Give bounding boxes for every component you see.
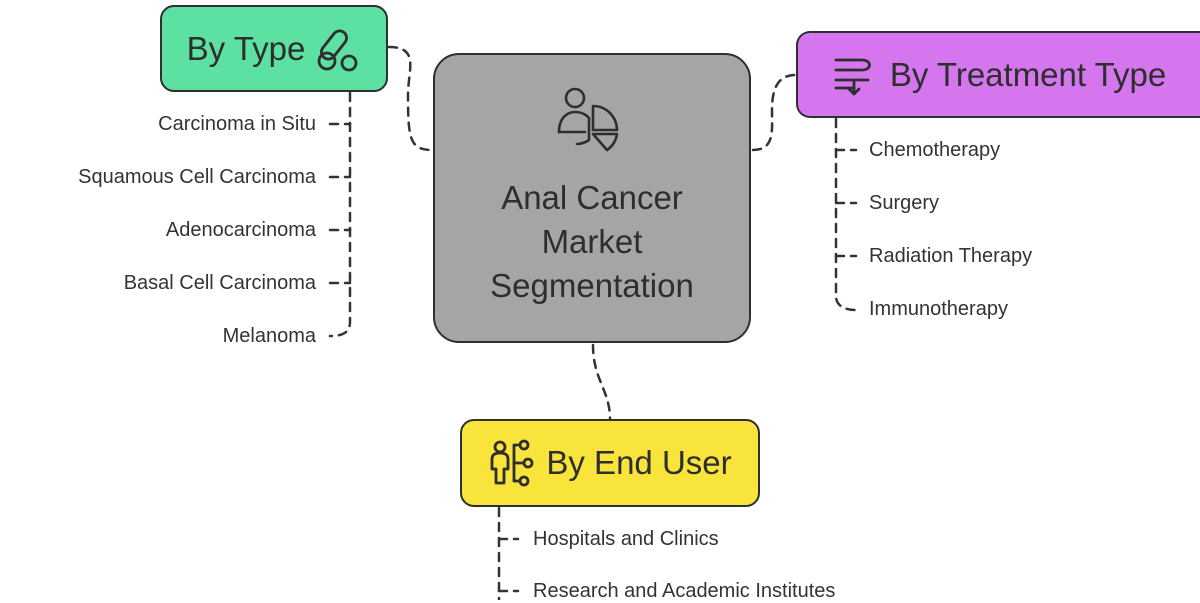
center-title: Anal Cancer Market Segmentation — [490, 179, 694, 304]
by-type-node: By Type — [160, 5, 388, 92]
enduser-item-hospitals-and-clinics: Hospitals and Clinics — [533, 528, 719, 550]
treatment-item-chemotherapy: Chemotherapy — [869, 139, 1001, 161]
connector-center-to-treatment — [751, 73, 798, 152]
person-network-icon — [490, 439, 534, 487]
center-node: Anal Cancer Market Segmentation — [433, 53, 751, 343]
connector-center-to-enduser — [591, 343, 612, 421]
spine-treatment — [834, 117, 858, 312]
type-item-adenocarcinoma: Adenocarcinoma — [165, 219, 316, 241]
type-item-squamous-cell-carcinoma: Squamous Cell Carcinoma — [78, 166, 316, 188]
by-type-label: By Type — [186, 29, 306, 67]
by-treatment-type-label: By Treatment Type — [889, 55, 1167, 93]
pill-icon — [317, 29, 358, 71]
enduser-item-research-and-academic-institutes: Research and Academic Institutes — [533, 580, 836, 602]
flow-lines-icon — [834, 58, 871, 95]
by-end-user-node: By End User — [460, 419, 760, 507]
treatment-item-immunotherapy: Immunotherapy — [869, 298, 1008, 320]
by-end-user-label: By End User — [546, 444, 732, 481]
type-item-melanoma: Melanoma — [222, 325, 316, 347]
by-treatment-type-node: By Treatment Type — [796, 31, 1200, 118]
spine-type — [328, 91, 352, 338]
user-pie-chart-icon — [557, 87, 619, 152]
connector-center-to-type — [387, 45, 435, 152]
treatment-item-surgery: Surgery — [869, 192, 940, 214]
type-item-carcinoma-in-situ: Carcinoma in Situ — [158, 113, 316, 135]
treatment-item-radiation-therapy: Radiation Therapy — [869, 245, 1033, 267]
type-item-basal-cell-carcinoma: Basal Cell Carcinoma — [123, 272, 316, 294]
